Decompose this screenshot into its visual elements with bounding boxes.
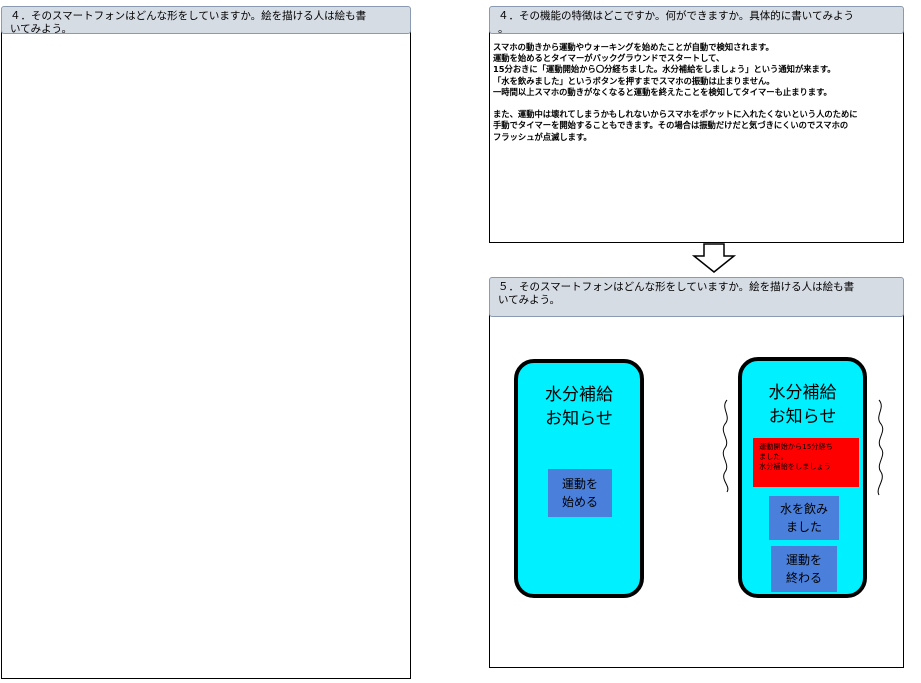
feature-description: スマホの動きから運動やウォーキングを始めたことが自動で検知されます。 運動を始め…: [493, 42, 858, 142]
left-question-header: ４．そのスマートフォンはどんな形をしていますか。絵を描ける人は絵も書 いてみよう…: [1, 6, 411, 34]
vibration-right-icon: [877, 399, 884, 496]
feature-answer-box: [489, 26, 904, 243]
end-exercise-button[interactable]: 運動を 終わる: [771, 546, 837, 592]
feature-question-header: ４．その機能の特徴はどこですか。何ができますか。具体的に書いてみよう 。: [489, 6, 904, 34]
phone-app-title: 水分補給 お知らせ: [545, 385, 613, 429]
down-arrow-icon: [691, 243, 737, 273]
start-exercise-button[interactable]: 運動を 始める: [548, 469, 612, 517]
left-answer-box: [1, 26, 411, 679]
vibration-left-icon: [722, 399, 729, 493]
phone-mockup-start: 水分補給 お知らせ 運動を 始める: [514, 359, 644, 598]
phone-app-title: 水分補給 お知らせ: [768, 383, 837, 427]
shape-question-header: ５．そのスマートフォンはどんな形をしていますか。絵を描ける人は絵も書 いてみよう…: [489, 277, 904, 317]
drank-water-button[interactable]: 水を飲み ました: [769, 496, 839, 540]
phone-mockup-alert: 水分補給 お知らせ 運動開始から15分経ち ました。 水分補給をしましょう 水を…: [738, 357, 867, 598]
hydration-alert: 運動開始から15分経ち ました。 水分補給をしましょう: [753, 438, 859, 487]
